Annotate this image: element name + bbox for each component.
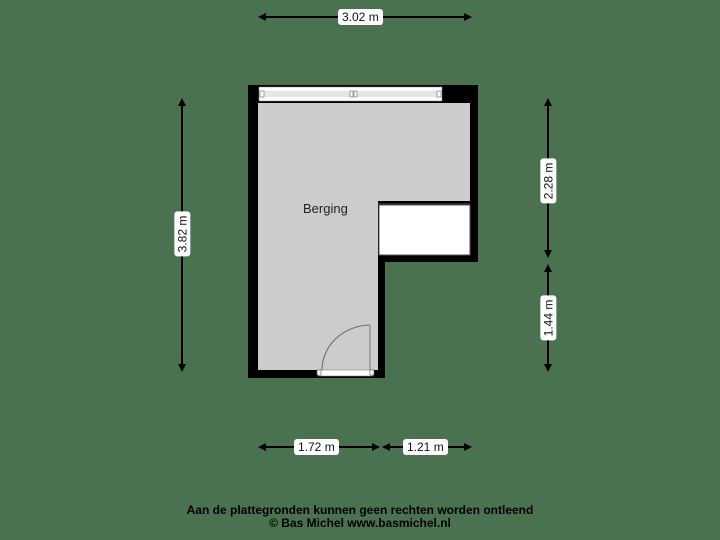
floor-berging xyxy=(258,103,470,370)
dimension-left-height: 3.82 m xyxy=(174,211,191,257)
room-label-berging: Berging xyxy=(303,201,348,216)
window-top xyxy=(258,86,443,102)
dimension-bottom-right-width: 1.21 m xyxy=(403,439,448,455)
footer-copyright: © Bas Michel www.basmichel.nl xyxy=(269,516,451,530)
dimension-right-upper-height: 2.28 m xyxy=(540,158,557,204)
dimension-top-width: 3.02 m xyxy=(338,9,383,25)
dimension-right-lower-height: 1.44 m xyxy=(540,295,557,341)
footer-disclaimer: Aan de plattegronden kunnen geen rechten… xyxy=(186,503,534,517)
exterior-notch xyxy=(378,204,471,256)
door xyxy=(316,324,375,377)
dimension-bottom-left-width: 1.72 m xyxy=(294,439,339,455)
